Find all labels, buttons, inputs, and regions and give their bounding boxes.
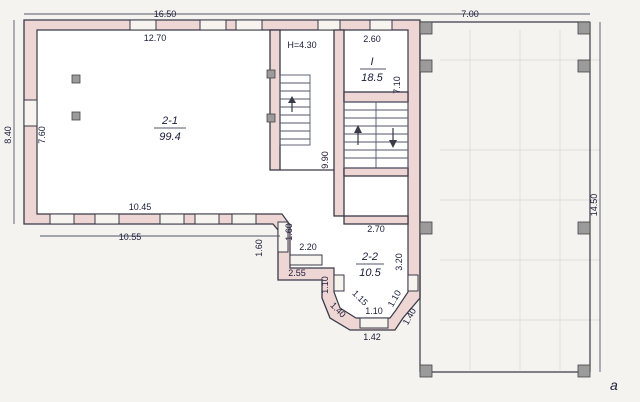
dim-top-inner: 12.70 [144, 33, 167, 43]
bay-windows [333, 274, 419, 329]
dim-step-vertical-2: 1.60 [284, 223, 294, 241]
room-2-2-id: 2-2 [361, 251, 378, 263]
room-i-area: 18.5 [361, 72, 383, 84]
dim-bay-left-vertical: 1.10 [320, 276, 330, 294]
dim-room2-width: 2.70 [367, 224, 385, 234]
room-i-id: I [370, 56, 373, 68]
room-2-1-id: 2-1 [161, 115, 178, 127]
hall-columns [71, 69, 276, 123]
room-2-1-label: 2-1 99.4 [154, 115, 186, 143]
dim-step-horizontal: 2.20 [299, 242, 317, 252]
dim-bay-c: 1.10 [365, 306, 383, 316]
annex-background-grid [440, 30, 600, 370]
bottom-wall-windows [49, 213, 257, 225]
dim-bay-bottom: 1.42 [363, 332, 381, 342]
entrance-step [277, 221, 323, 266]
room-2-1-area: 99.4 [159, 131, 180, 143]
dim-stair-width: 2.60 [363, 34, 381, 44]
dimension-lines [13, 13, 601, 372]
stair-left [279, 74, 311, 146]
dim-bottom-outer: 10.55 [119, 232, 142, 242]
dim-left-inner: 7.60 [37, 126, 47, 144]
dim-left-outer: 8.40 [3, 126, 13, 144]
room-2-2-label: 2-2 10.5 [356, 251, 384, 279]
dim-step-horizontal-2: 2.55 [288, 268, 306, 278]
room-2-2-area: 10.5 [359, 267, 381, 279]
dim-step-vertical: 1.60 [254, 239, 264, 257]
dim-stair-length: 9.90 [320, 151, 330, 169]
dim-bottom-inner: 10.45 [129, 202, 152, 212]
dim-corridor: 7.10 [392, 76, 402, 94]
corner-letter: a [610, 377, 618, 393]
annex-frame [419, 21, 591, 378]
dim-stair-height: H=4.30 [287, 40, 316, 50]
stair-right [343, 101, 409, 169]
dim-annex-height: 14.50 [589, 194, 599, 217]
main-building-walls [23, 19, 421, 331]
top-wall-windows [129, 19, 393, 31]
dim-annex-width: 7.00 [461, 9, 479, 19]
dim-room2-height: 3.20 [394, 253, 404, 271]
left-wall-window [23, 99, 38, 127]
dim-top-outer: 16.50 [154, 9, 177, 19]
room-i-label: I 18.5 [360, 56, 386, 84]
